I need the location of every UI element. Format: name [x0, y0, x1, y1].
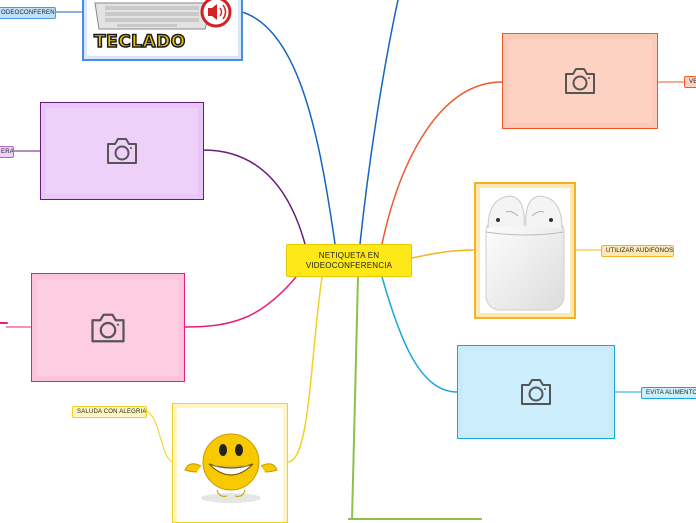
airpods-icon: [485, 195, 565, 311]
camera-icon: [91, 313, 125, 342]
alimentos-image-card[interactable]: [457, 345, 615, 439]
connector-saluda: [287, 276, 323, 463]
connector-top: [359, 0, 399, 245]
pink-label[interactable]: [0, 322, 8, 324]
camera-icon: [521, 379, 551, 405]
connector-orange: [381, 81, 503, 245]
purple-label[interactable]: ERA.: [0, 146, 14, 158]
saluda-image-card[interactable]: [172, 403, 288, 523]
saluda-label[interactable]: SALUDA CON ALEGRIA.: [72, 406, 147, 418]
audifonos-image-card[interactable]: [474, 182, 576, 319]
connector-green: [351, 276, 359, 520]
connector-audifonos: [411, 249, 475, 259]
teclado-image-text: TECLADO: [93, 32, 186, 52]
smiley-icon: [184, 433, 278, 503]
central-topic-line1: NETIQUETA EN: [318, 250, 380, 260]
camera-icon: [565, 68, 595, 94]
orange-image-card[interactable]: [502, 33, 658, 129]
central-topic-line2: VIDEOCONFERENCIA: [305, 260, 393, 270]
camera-icon: [107, 138, 137, 164]
connector-purple: [202, 149, 306, 245]
connector-alimentos: [381, 276, 458, 393]
orange-label[interactable]: VE: [684, 76, 696, 88]
audifonos-label[interactable]: UTILIZAR AUDIFONOS.: [601, 245, 674, 257]
alimentos-label[interactable]: EVITA ALIMENTOS: [641, 387, 696, 399]
pink-image-card[interactable]: [31, 273, 185, 382]
teclado-label[interactable]: ODEOCONFERENCIA.: [0, 7, 56, 19]
teclado-image-card[interactable]: TECLADO: [82, 0, 243, 61]
central-topic[interactable]: NETIQUETA EN VIDEOCONFERENCIA: [286, 244, 412, 277]
connector-teclado: [241, 11, 336, 245]
keyboard-icon: [94, 0, 232, 30]
connector-pink: [183, 276, 297, 328]
purple-image-card[interactable]: [40, 102, 204, 200]
